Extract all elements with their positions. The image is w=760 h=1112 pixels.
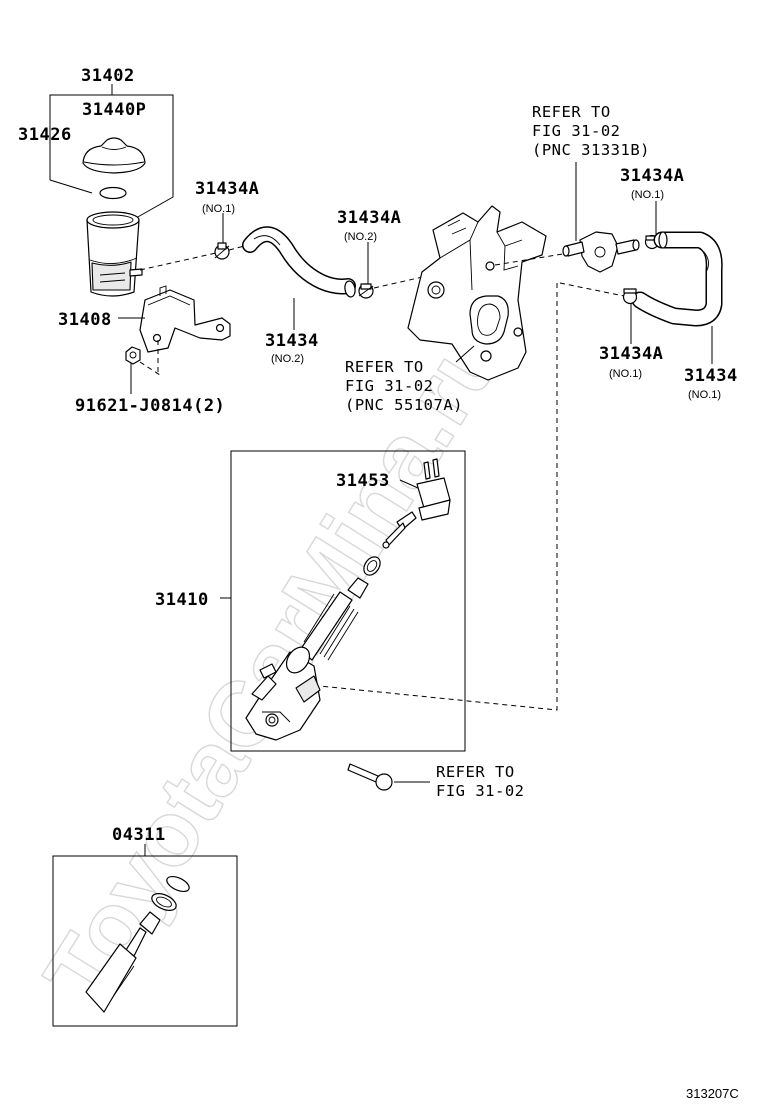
label-31426: 31426	[18, 125, 72, 145]
hose-no1	[631, 231, 723, 327]
bracket-bolt	[125, 346, 141, 365]
label-31434a-no1-lower-sub: (NO.1)	[609, 368, 642, 380]
leader	[399, 479, 419, 489]
leader-lines	[118, 162, 713, 856]
label-31408: 31408	[58, 310, 112, 330]
label-31434-no2: 31434	[265, 331, 319, 351]
label-04311: 04311	[112, 825, 166, 845]
ref-55107a-line3: (PNC 55107A)	[345, 396, 463, 414]
reservoir-cap	[82, 137, 146, 174]
reservoir-gasket	[99, 186, 127, 200]
label-91621-bolt: 91621-J0814(2)	[75, 396, 225, 416]
label-31434a-no1-right: 31434A	[620, 166, 684, 186]
reservoir-body	[86, 211, 143, 297]
figure-code: 313207C	[686, 1086, 739, 1101]
pedal-bracket	[407, 205, 547, 381]
reservoir-bracket	[139, 285, 231, 353]
label-31434a-no1-right-sub: (NO.1)	[631, 189, 664, 201]
dashed-connector	[494, 251, 576, 266]
leader	[455, 345, 475, 363]
ref-clevis-line2: FIG 31-02	[436, 782, 525, 800]
label-31434-no1-sub: (NO.1)	[688, 389, 721, 401]
ref-55107a-line1: REFER TO	[345, 358, 424, 376]
label-31434a-no1-left-sub: (NO.1)	[202, 203, 235, 215]
ref-31331b-line3: (PNC 31331B)	[532, 141, 650, 159]
dashed-connector	[559, 282, 625, 297]
clevis-pin	[347, 763, 393, 791]
union-fitting	[562, 231, 640, 273]
repair-kit	[85, 875, 190, 1013]
master-cylinder	[245, 458, 451, 741]
hose-no2	[242, 226, 356, 298]
reservoir-bracket-line	[49, 94, 174, 219]
label-31402: 31402	[81, 66, 135, 86]
ref-31331b-line1: REFER TO	[532, 103, 611, 121]
label-31434a-no1-left: 31434A	[195, 179, 259, 199]
master-cylinder-box	[230, 450, 466, 752]
ref-55107a-line2: FIG 31-02	[345, 377, 434, 395]
hose-clamp	[622, 288, 638, 305]
reservoir-bracket-line	[49, 179, 93, 194]
label-31434-no1: 31434	[684, 366, 738, 386]
ref-clevis-line1: REFER TO	[436, 763, 515, 781]
label-31453: 31453	[336, 471, 390, 491]
label-31410: 31410	[155, 590, 209, 610]
label-31440p: 31440P	[82, 100, 146, 120]
label-31434a-no2-sub: (NO.2)	[344, 231, 377, 243]
dashed-connector	[139, 250, 226, 271]
hose-clamp	[358, 283, 374, 299]
dashed-connector	[319, 283, 558, 711]
dashed-connector	[139, 361, 161, 376]
ref-31331b-line2: FIG 31-02	[532, 122, 621, 140]
reservoir-group	[49, 84, 231, 376]
label-31434a-no2: 31434A	[337, 208, 401, 228]
label-31434a-no1-lower: 31434A	[599, 344, 663, 364]
label-31434-no2-sub: (NO.2)	[271, 353, 304, 365]
hose-clamp	[214, 242, 230, 260]
